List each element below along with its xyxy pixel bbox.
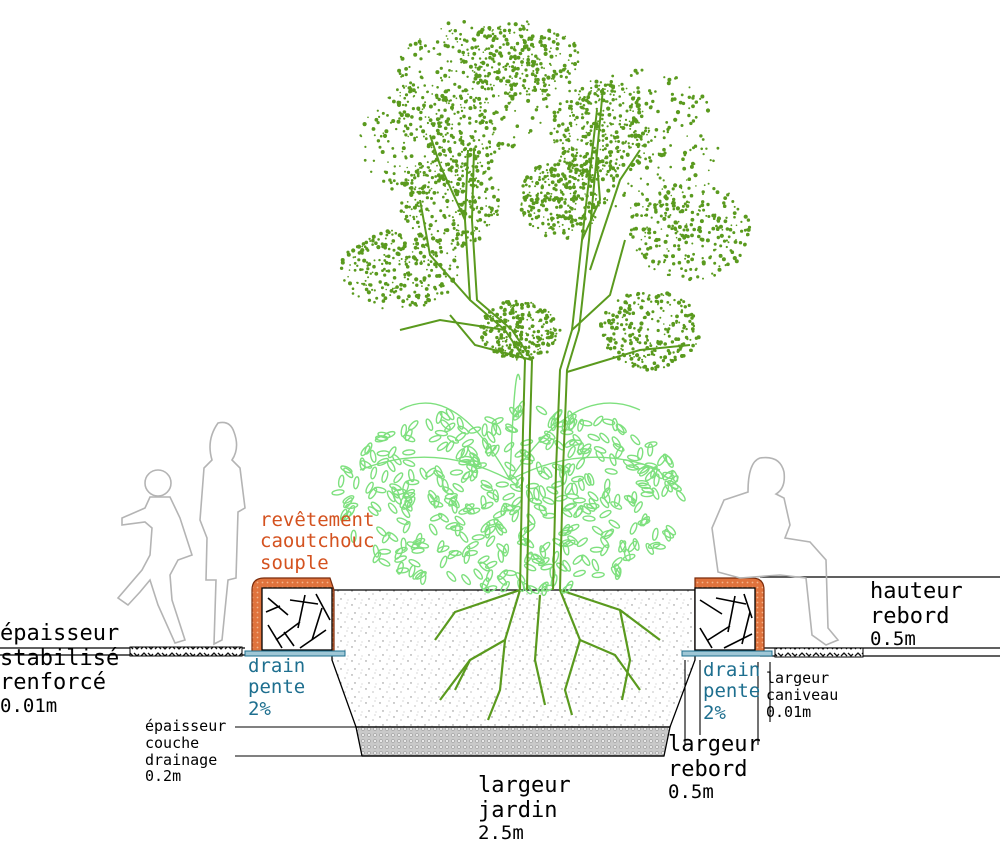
- stabilized-thickness-line-3: renforcé: [0, 670, 106, 696]
- rubber-coating-line-2: caoutchouc: [260, 530, 375, 553]
- drain-left-line-2: pente: [248, 676, 306, 699]
- drainage-gravel-layer: [355, 726, 671, 757]
- curb-right: [694, 577, 765, 653]
- stabilized-thickness-label: épaisseur stabilisé renforcé 0.01m: [0, 621, 120, 717]
- drain-right-line-2: pente: [703, 680, 761, 703]
- drain-left-line-3: 2%: [248, 697, 271, 720]
- drain-right-line-1: drain: [703, 659, 761, 681]
- curb-height-label: hauteur rebord 0.5m: [870, 579, 963, 651]
- shrub-foliage: [331, 373, 686, 597]
- curb-left: [251, 577, 335, 653]
- tree-roots: [434, 588, 661, 721]
- gutter-width-line-1: largeur: [766, 669, 830, 687]
- garden-width-value: 2.5m: [478, 822, 524, 845]
- woman-silhouette: [199, 421, 246, 646]
- curb-width-label: largeur rebord 0.5m: [668, 732, 761, 804]
- garden-width-line-2: jardin: [478, 797, 558, 823]
- seated-man-silhouette: [711, 456, 840, 646]
- curb-width-line-2: rebord: [668, 756, 748, 782]
- tree-trunk: [399, 87, 691, 591]
- curb-width-line-1: largeur: [668, 732, 761, 757]
- stabilized-thickness-line-1: épaisseur: [0, 621, 120, 646]
- drain-left-label: drain pente 2%: [248, 655, 306, 720]
- curb-height-line-1: hauteur: [870, 579, 963, 604]
- drainage-layer-line-1: épaisseur: [145, 717, 227, 735]
- stabilized-paving-right: [774, 647, 864, 658]
- dimension-lines: [235, 660, 771, 757]
- gutter-width-label: largeur caniveau 0.01m: [766, 670, 838, 720]
- rubber-coating-line-3: souple: [260, 551, 329, 574]
- drainage-layer-line-2: couche: [145, 733, 200, 752]
- drainage-layer-label: épaisseur couche drainage 0.2m: [145, 718, 226, 785]
- tree-canopy: [339, 20, 752, 372]
- rubber-coating-line-1: revêtement: [260, 509, 375, 531]
- drain-right-line-3: 2%: [703, 701, 726, 724]
- garden-width-line-1: largeur: [478, 773, 571, 798]
- stabilized-thickness-value: 0.01m: [0, 694, 58, 717]
- drainage-layer-line-3: drainage: [145, 750, 218, 769]
- curb-width-value: 0.5m: [668, 781, 714, 804]
- drain-right: [681, 650, 773, 657]
- gutter-width-line-2: caniveau: [766, 685, 839, 704]
- child-silhouette: [116, 469, 194, 644]
- drain-right-label: drain pente 2%: [703, 659, 761, 724]
- drain-left: [244, 650, 346, 657]
- garden-width-label: largeur jardin 2.5m: [478, 773, 571, 845]
- gutter-width-value: 0.01m: [766, 702, 812, 721]
- drainage-layer-value: 0.2m: [145, 767, 182, 786]
- drain-left-line-1: drain: [248, 655, 306, 677]
- curb-height-value: 0.5m: [870, 628, 916, 651]
- stabilized-paving-left: [129, 646, 243, 657]
- stabilized-thickness-line-2: stabilisé: [0, 645, 120, 671]
- curb-height-line-2: rebord: [870, 603, 950, 629]
- rubber-coating-label: revêtement caoutchouc souple: [260, 509, 375, 574]
